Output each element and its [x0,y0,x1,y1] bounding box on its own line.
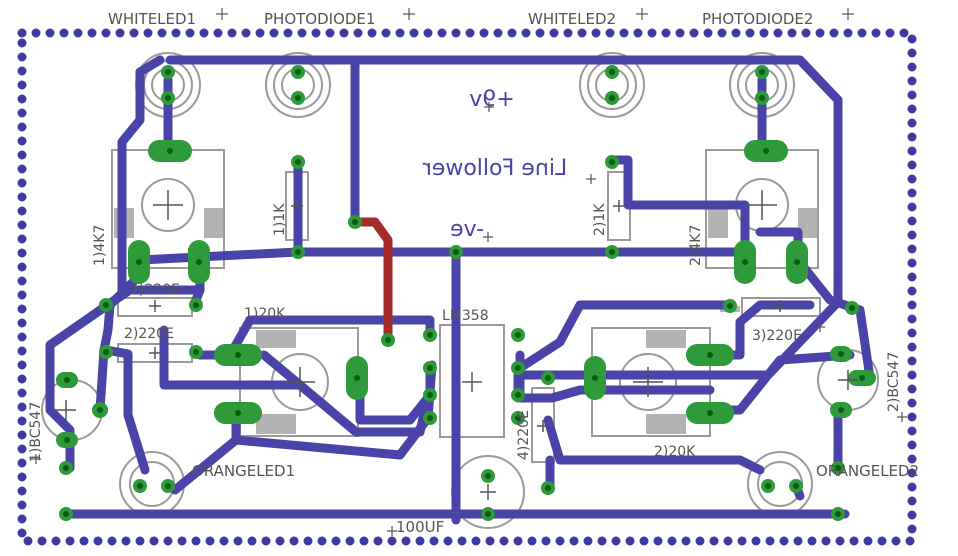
r220e-1-label: 1)220E [130,282,180,298]
drill-holes [63,69,865,517]
title-copper-text: Line Follower [422,156,567,181]
orangeled2-label: ORANGELED2 [816,462,919,480]
orangeled1-label: ORANGELED1 [192,462,295,480]
bc547-2-label: 2)BC547 [886,352,902,412]
minusve-copper-text: -ve [450,217,484,242]
r220e-4-label: 4)220E [516,410,532,460]
whiteled1-label: WHITELED1 [108,10,196,28]
pot20k-2-label: 2)20K [654,444,696,460]
whiteled2-label: WHITELED2 [528,10,616,28]
ic-label: LM358 [442,308,489,324]
cap-label: 100UF [396,518,444,536]
r1k-2-label: 2)1K [592,203,608,236]
pot4k7-2-label: 2)4K7 [688,225,704,266]
bc547-1-label: 1)BC547 [28,402,44,462]
board-outline [17,28,917,546]
plus9v-copper-text: +9v [469,87,514,112]
photodiode2-label: PHOTODIODE2 [702,10,813,28]
pot20k-1-label: 1)20K [244,306,286,322]
jumper-wire [355,217,393,340]
r220e-3-label: 3)220E [752,328,802,344]
pot4k7-1-label: 1)4K7 [92,225,108,266]
r1k-1-label: 1)1K [272,203,288,236]
plus-marks [31,8,907,536]
photodiode1-label: PHOTODIODE1 [264,10,375,28]
r220e-2-label: 2)220E [124,326,174,342]
origin-marks [56,190,858,500]
